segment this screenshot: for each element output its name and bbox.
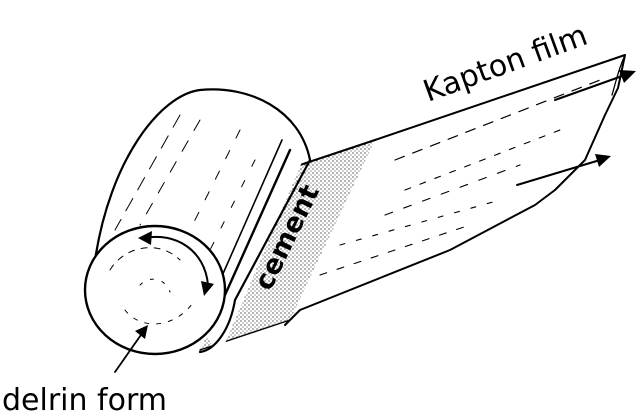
delrin-form-label: delrin form bbox=[2, 383, 167, 416]
